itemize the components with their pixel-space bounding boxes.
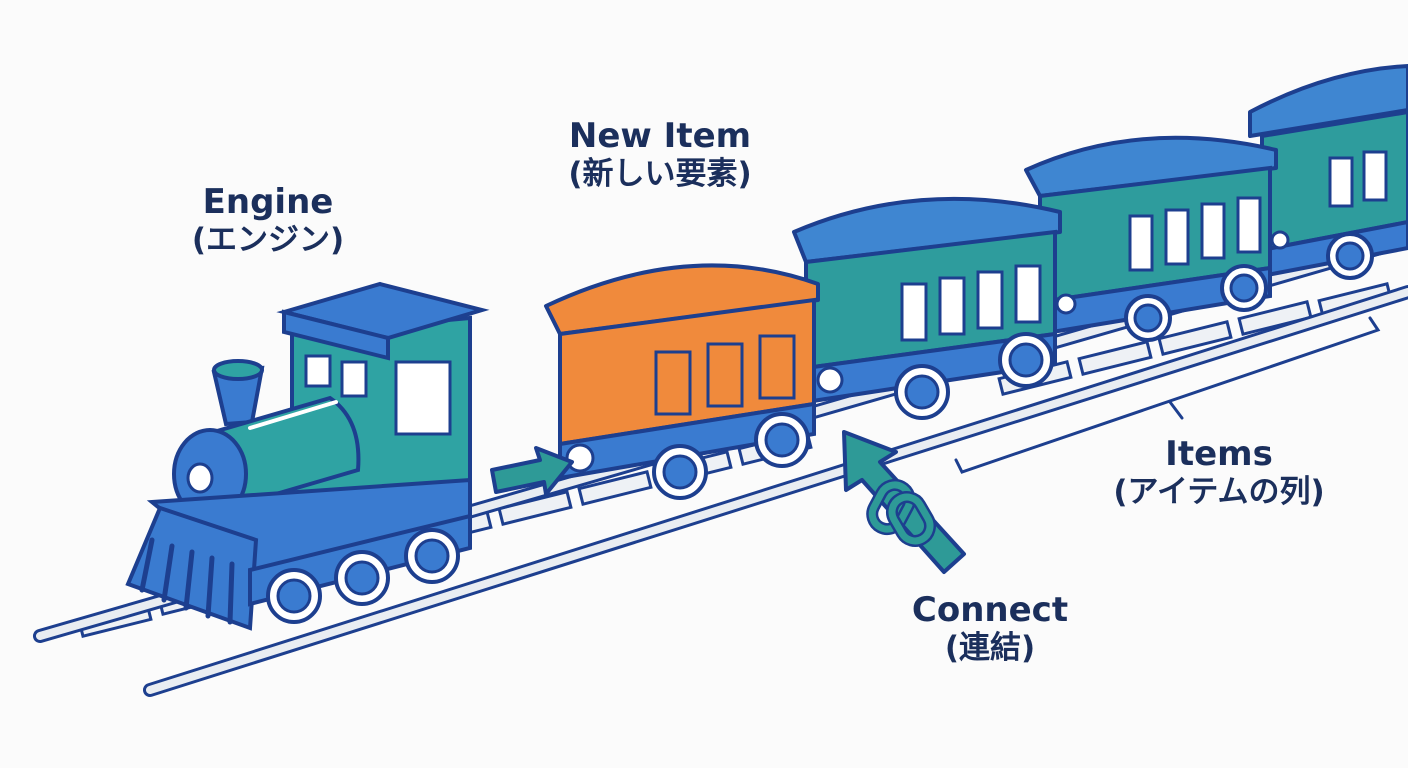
connect-label: Connect (連結) [900, 590, 1080, 667]
items-bracket [954, 316, 1381, 474]
items-label-en: Items [1165, 434, 1273, 474]
insert-arrow-icon [490, 446, 574, 496]
new-item-label-en: New Item [568, 116, 752, 156]
engine-label-en: Engine [202, 182, 334, 222]
new-item-car [544, 263, 844, 500]
item-car-2 [792, 196, 1077, 420]
engine-label-jp: (エンジン) [191, 222, 345, 259]
new-item-label-jp: (新しい要素) [568, 156, 752, 193]
engine-locomotive [125, 281, 490, 631]
connect-label-jp: (連結) [944, 630, 1036, 667]
connect-label-en: Connect [911, 590, 1069, 630]
item-car-3 [1024, 135, 1290, 342]
engine-label: Engine (エンジン) [178, 182, 358, 259]
item-car-4 [1248, 64, 1408, 280]
items-label: Items (アイテムの列) [1094, 434, 1344, 511]
new-item-label: New Item (新しい要素) [550, 116, 770, 193]
items-label-jp: (アイテムの列) [1113, 474, 1325, 511]
chain-link-icon [866, 478, 936, 547]
